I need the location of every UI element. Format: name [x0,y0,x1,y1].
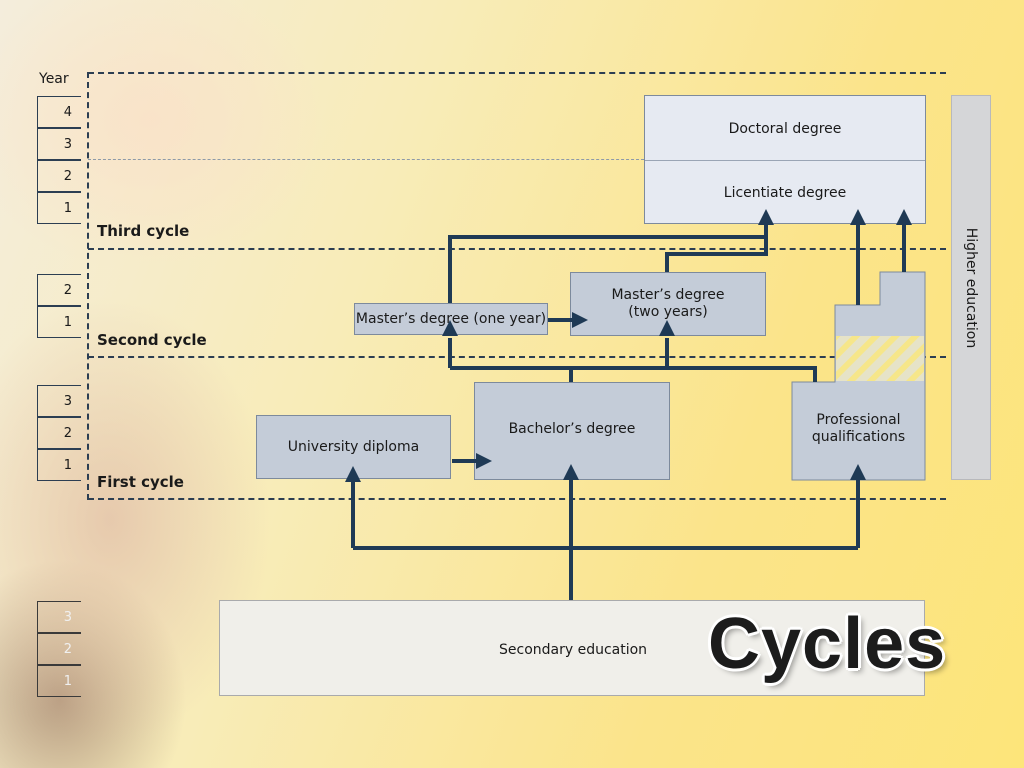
professional-qualifications-label: Professional qualifications [792,412,925,446]
arrowhead-bachelor [563,464,579,480]
university-diploma-label: University diploma [287,438,420,455]
year-cell: 1 [37,665,81,697]
arrowhead-diploma-bachelor [476,453,492,469]
doctoral-degree-label: Doctoral degree [728,121,842,137]
year-cell: 1 [37,449,81,481]
year-cell: 3 [37,601,81,633]
arrowhead-diploma [345,466,361,482]
year-cell: 2 [37,274,81,306]
first-cycle-label: First cycle [97,473,184,491]
secondary-education-box: Secondary education [219,600,925,696]
year-cell: 4 [37,96,81,128]
year-cell: 2 [37,160,81,192]
arrowhead-masters-one [442,320,458,336]
masters-two-to-licentiate-line [665,225,768,272]
year-cell: 3 [37,385,81,417]
top-border-line [88,72,946,74]
doctoral-divider [645,160,925,161]
arrowhead-professional [850,464,866,480]
year-cell: 3 [37,128,81,160]
university-diploma-box: University diploma [256,415,451,479]
doctoral-licentiate-box: Doctoral degree Licentiate degree [644,95,926,224]
year-cell: 2 [37,417,81,449]
year-cell: 2 [37,633,81,665]
arrowhead-masters-one-two [572,312,588,328]
third-second-divider [88,248,946,250]
arrowhead-licentiate-b [850,209,866,225]
bachelor-professional-link [569,366,817,382]
year-cell: 1 [37,192,81,224]
bachelors-degree-box: Bachelor’s degree [474,382,670,480]
arrowhead-masters-two [659,320,675,336]
arrowhead-licentiate-c [896,209,912,225]
professional-label-line2: qualifications [811,429,906,445]
year-cell: 1 [37,306,81,338]
higher-education-sidebar: Higher education [951,95,991,480]
third-cycle-label: Third cycle [97,222,190,240]
professional-label-line1: Professional [816,412,901,428]
masters-one-to-licentiate-line [448,225,768,303]
bachelors-degree-label: Bachelor’s degree [508,420,636,437]
secondary-education-label: Secondary education [499,642,648,658]
second-first-divider [88,356,946,358]
slide-title: Cycles [708,604,947,684]
bottom-border-line [88,498,946,500]
licentiate-degree-label: Licentiate degree [723,185,847,201]
left-border-line [87,72,89,500]
second-cycle-label: Second cycle [97,331,207,349]
licentiate-divider [88,159,644,160]
masters-one-year-label: Master’s degree (one year) [355,310,547,327]
masters-two-years-label-line2: (two years) [628,304,708,320]
arrowhead-licentiate-a [758,209,774,225]
professional-hatch-area [836,336,924,381]
masters-two-years-label-line1: Master’s degree [611,287,725,303]
year-header: Year [39,71,69,87]
